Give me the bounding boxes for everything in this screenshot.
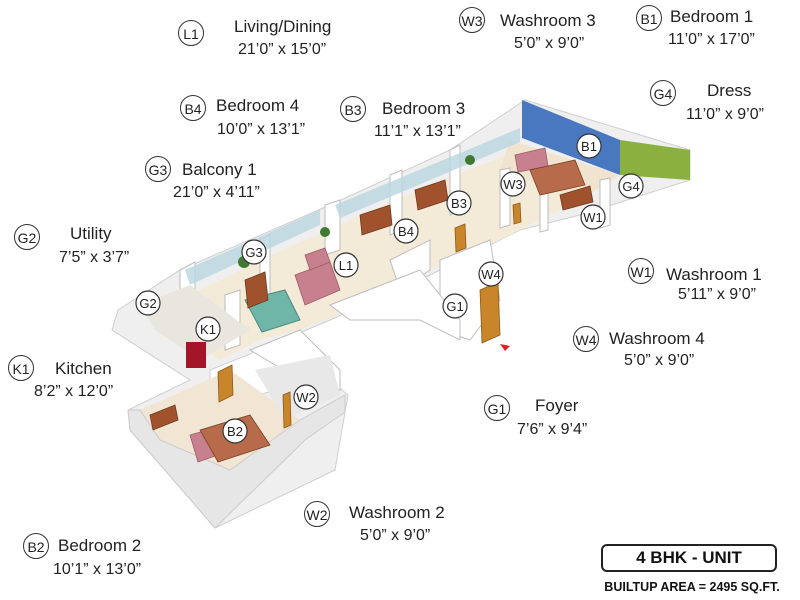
plan-tag-g3: G3 [241,239,267,265]
svg-text:G3: G3 [245,245,262,260]
legend-badge-l1: L1 [178,20,204,46]
legend-badge-g1: G1 [484,395,510,421]
svg-text:W1: W1 [583,210,603,225]
legend-badge-w2: W2 [304,501,330,527]
legend-dims: 7’5” x 3’7” [59,249,130,266]
legend-badge-g2: G2 [14,224,40,250]
washroom2-floor [255,355,340,420]
cabinets [149,179,594,431]
svg-text:G4: G4 [622,179,639,194]
svg-text:B2: B2 [227,424,243,439]
legend-dims: 10’0” x 13’1” [217,121,306,138]
legend-badge-w1: W1 [628,258,654,284]
legend-name: Dress [707,81,752,100]
plan-tag-g4: G4 [618,173,644,199]
legend-name: Washroom 4 [609,329,705,348]
legend-dims: 11’0” x 17’0” [668,31,755,48]
legend-name: Foyer [535,396,579,415]
plan-tag-g1: G1 [442,293,468,319]
legend-dims: 11’0” x 9’0” [686,106,764,123]
legend-dims: 5’0” x 9’0” [624,352,695,369]
legend-dims: 21’0” x 4’11” [173,184,260,201]
legend-dims: 5’0” x 9’0” [514,35,585,52]
plan-tag-k1: K1 [195,316,221,342]
legend-dims: 8’2” x 12’0” [34,383,114,400]
svg-text:G2: G2 [139,296,156,311]
plan-tag-b1: B1 [576,133,602,159]
svg-text:W3: W3 [503,177,523,192]
builtup-area: BUILTUP AREA = 2495 SQ.FT. [604,580,780,594]
legend-name: Washroom 1 [666,265,762,284]
legend-name: Washroom 2 [349,503,445,522]
unit-type-label: 4 BHK - UNIT [601,544,777,572]
legend-dims: 5’11” x 9’0” [678,286,756,303]
svg-text:L1: L1 [339,258,353,273]
legend-badge-w4: W4 [573,326,599,352]
svg-text:K1: K1 [200,322,216,337]
plan-room-tags: B1 G4 W3 W1 B3 B4 L1 W4 G3 G1 G2 K1 W2 B… [135,133,644,444]
legend-dims: 7’6” x 9’4” [517,421,588,438]
legend-dims: 11’1” x 13’1” [374,123,461,140]
plan-tag-b4: B4 [393,218,419,244]
plan-tag-w2: W2 [293,384,319,410]
svg-text:B3: B3 [451,196,467,211]
legend-badge-b2: B2 [23,533,49,559]
plan-tag-l1: L1 [333,252,359,278]
legend-badge-g3: G3 [145,156,171,182]
plan-tag-b2: B2 [222,418,248,444]
plan-tag-b3: B3 [446,190,472,216]
svg-text:W2: W2 [296,390,316,405]
legend-name: Bedroom 2 [58,536,142,555]
legend-name: Bedroom 4 [216,96,300,115]
dress-green-wall [620,140,690,180]
doors [217,202,522,429]
legend-badge-g4: G4 [650,80,676,106]
svg-text:B1: B1 [581,139,597,154]
legend-badge-k1: K1 [8,355,34,381]
legend-badge-b1: B1 [636,5,662,31]
plant [465,155,475,165]
legend-name: Balcony 1 [182,160,257,179]
svg-text:B4: B4 [398,224,414,239]
legend-name: Bedroom 3 [382,99,466,118]
plan-tag-w1: W1 [580,204,606,230]
legend-badge-w3: W3 [459,7,485,33]
legend-badge-b4: B4 [180,95,206,121]
plan-tag-w3: W3 [500,171,526,197]
legend-name: Bedroom 1 [670,7,754,26]
balcony-glass-2 [335,128,520,218]
svg-text:G1: G1 [446,299,463,314]
legend-name: Washroom 3 [500,11,596,30]
legend-dims: 21’0” x 15’0” [238,41,327,58]
legend-dims: 5’0” x 9’0” [360,527,431,544]
entry-marker [500,344,510,351]
legend-dims: 10’1” x 13’0” [53,561,142,578]
legend-badge-b3: B3 [340,96,366,122]
fridge [186,342,206,368]
plan-tag-w4: W4 [478,261,504,287]
legend-name: Utility [70,224,112,243]
svg-text:W4: W4 [481,267,501,282]
kitchen-floor [140,285,250,360]
legend-name: Living/Dining [234,17,332,36]
plant [320,227,330,237]
plan-tag-g2: G2 [135,290,161,316]
legend-name: Kitchen [55,359,112,378]
